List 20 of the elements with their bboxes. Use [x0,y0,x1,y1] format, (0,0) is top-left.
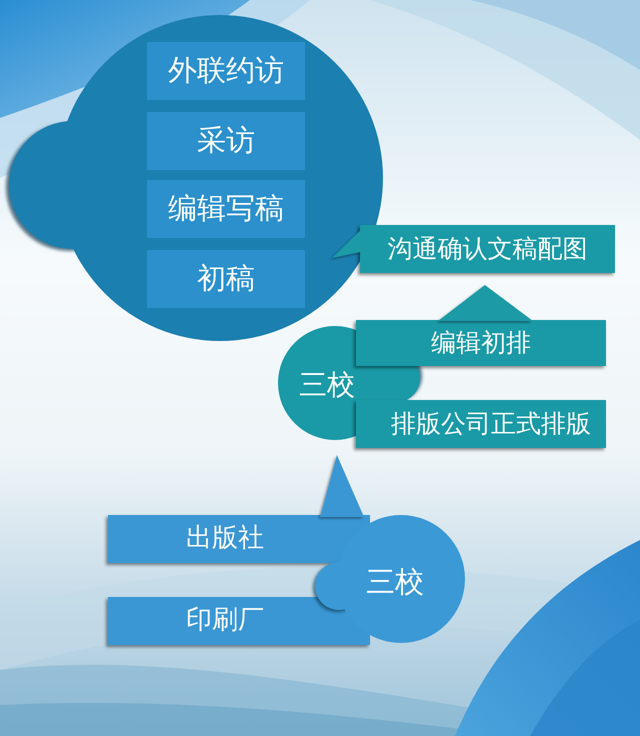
pointer-arrow [438,285,533,321]
step-label: 沟通确认文稿配图 [388,234,588,264]
step-label: 编辑写稿 [168,192,284,226]
step-box [147,180,305,238]
step-box [147,42,305,100]
step-label: 印刷厂 [186,606,264,636]
step-label: 编辑初排 [431,328,531,358]
step-label: 三校 [366,565,424,599]
step-label: 初稿 [197,262,255,296]
pointer-arrow [320,455,364,517]
step-label: 排版公司正式排版 [391,410,591,438]
step-banner [108,597,370,645]
step-label: 外联约访 [168,54,284,88]
step-box [147,250,305,308]
pointer-arrow [332,230,361,258]
step-label: 三校 [299,368,355,402]
step-label: 采访 [197,124,255,158]
step-box [147,112,305,170]
step-label: 出版社 [186,524,264,554]
step-banner [356,400,606,448]
